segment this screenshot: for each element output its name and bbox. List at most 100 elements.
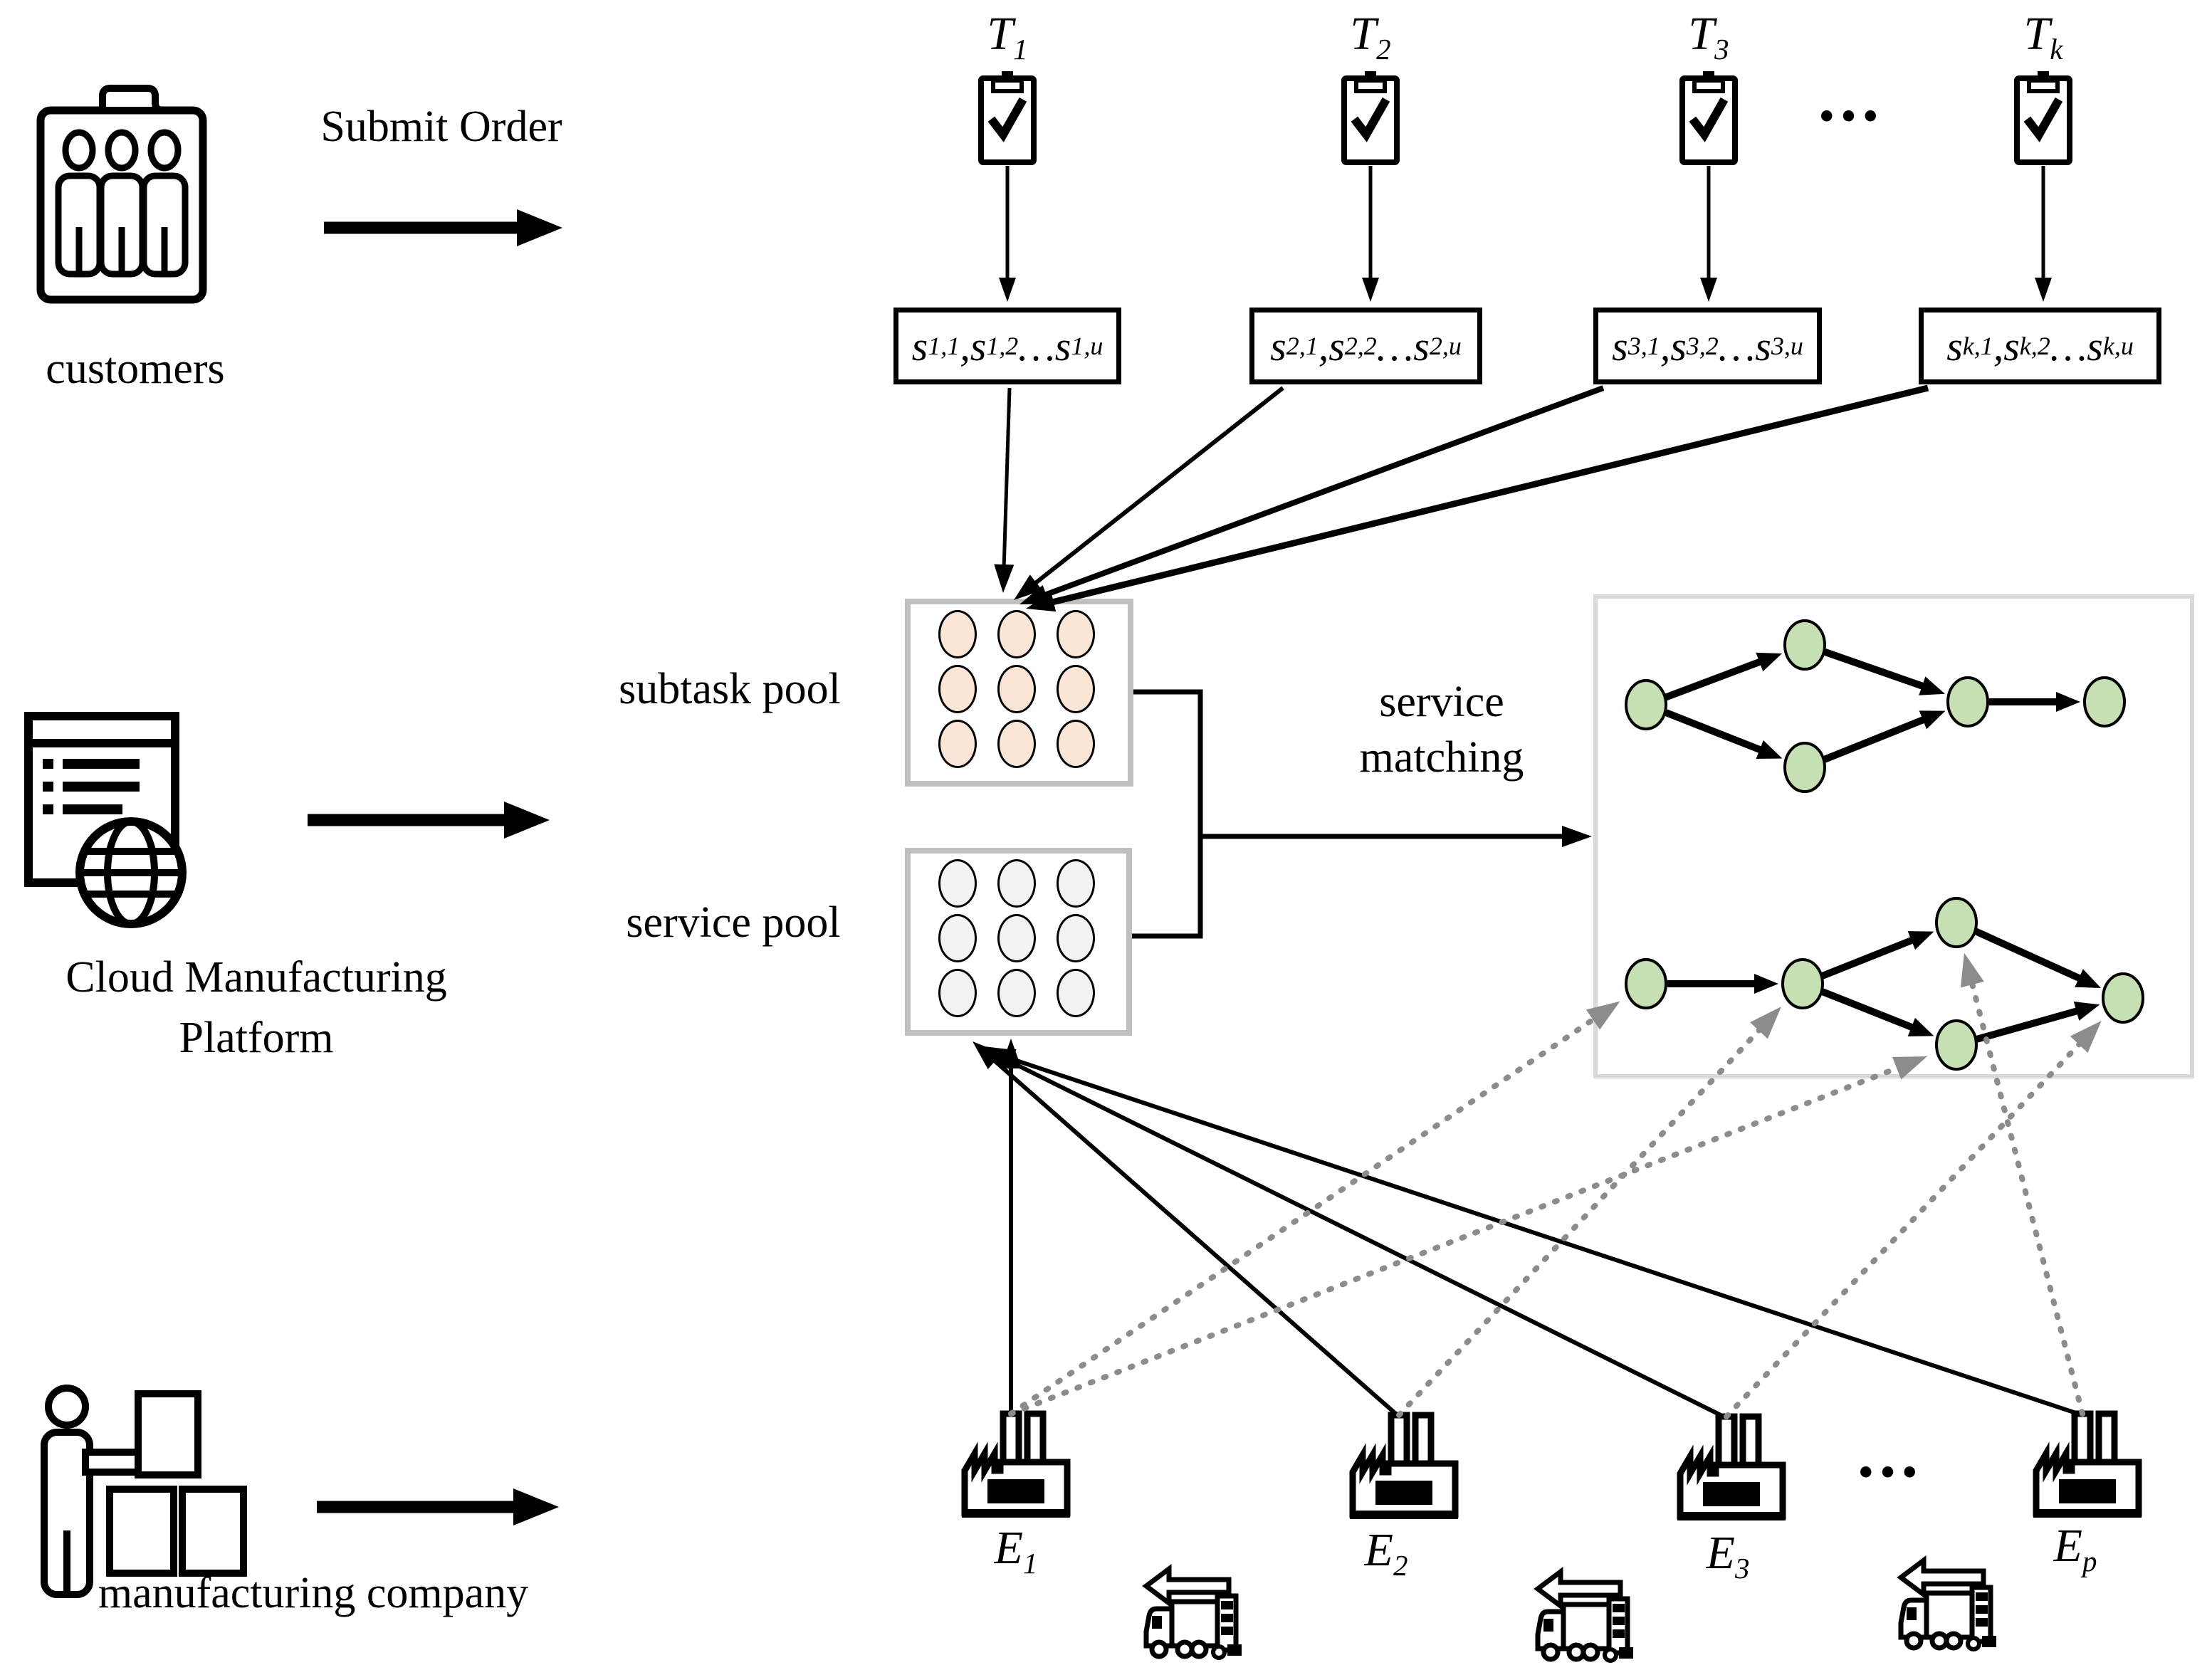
check-icon [1689, 97, 1729, 142]
service-pool-box-node [938, 969, 977, 1017]
subtasks-to-pool-arrow [1014, 386, 1284, 600]
truck-icon [1534, 1567, 1633, 1663]
cloud-platform-icon [24, 712, 187, 928]
workflow-edge [1821, 988, 1934, 1036]
manufacturing-company-label: manufacturing company [98, 1569, 529, 1617]
factory-to-matched-service-arrow [1008, 1001, 1620, 1417]
wheel-icon [1149, 1639, 1169, 1659]
customers-icon [36, 85, 207, 304]
wheel-icon [1603, 1647, 1618, 1663]
task-label: T1 [987, 8, 1028, 66]
factory-door [987, 1479, 1044, 1503]
subtask-pool-box-node [997, 720, 1036, 768]
factory-icon [2033, 1410, 2142, 1518]
return-arrow-icon [1897, 1555, 1986, 1600]
factory-to-service-pool-arrow [985, 1049, 2083, 1417]
factory-icon [1677, 1413, 1786, 1520]
subtask-pool-box-node [997, 610, 1036, 658]
factory-door [2059, 1479, 2116, 1503]
subtask-pool-box-node [997, 665, 1036, 713]
service-pool-box-node [1057, 969, 1095, 1017]
factory-icon [961, 1410, 1071, 1518]
task-to-subtasks-arrow [2035, 166, 2052, 302]
factory-label: E2 [1364, 1524, 1408, 1582]
factory-to-matched-service-arrow [1008, 1056, 1928, 1417]
factory-door [1375, 1481, 1432, 1505]
service-pool-connector [1132, 836, 1203, 939]
task-to-subtasks-arrow [1700, 166, 1717, 302]
subtask-pool-box-node [938, 665, 977, 713]
subtask-pool-label: subtask pool [619, 665, 841, 713]
workflow-edge [1821, 931, 1934, 979]
company-arrow [317, 1488, 559, 1525]
customers-label: customers [46, 345, 225, 393]
service-pool-box-node [997, 969, 1036, 1017]
task-label: T2 [1350, 8, 1391, 66]
cloud-platform-label-line2: Platform [179, 1014, 334, 1062]
subtasks-to-pool-arrow [994, 387, 1015, 593]
factory-to-matched-service-arrow [1396, 1007, 1781, 1418]
workflow-edge [1667, 974, 1778, 994]
wheel-icon [1189, 1639, 1209, 1659]
subtask-pool-box-node [938, 610, 977, 658]
service-pool-label: service pool [626, 898, 841, 947]
workflow-edge [1976, 1001, 2100, 1043]
matched-service-node [1946, 676, 1989, 728]
matched-service-node [1781, 958, 1824, 1009]
factories-ellipsis: ... [1857, 1416, 1924, 1491]
service-pool-box-node [997, 914, 1036, 962]
matched-service-node [1625, 958, 1667, 1009]
manufacturing-company-icon [41, 1385, 247, 1598]
wheel-icon [1966, 1636, 1981, 1651]
matched-service-node [2102, 972, 2144, 1024]
clipboard-icon [1341, 71, 1400, 165]
subtask-pool-box-node [938, 720, 977, 768]
clipboard-icon [1679, 71, 1738, 165]
subtask-pool-box-node [1057, 720, 1095, 768]
factory-label: E3 [1706, 1527, 1750, 1585]
task-label: T3 [1688, 8, 1729, 66]
factory-door [1703, 1482, 1760, 1506]
truck-icon [1142, 1564, 1242, 1660]
factory-to-matched-service-arrow [1960, 952, 2085, 1417]
tasks-ellipsis: ... [1818, 60, 1885, 135]
wheel-icon [1581, 1642, 1600, 1662]
service-pool-box-node [938, 859, 977, 908]
workflow-edge [1665, 652, 1783, 701]
submit-order-arrow [324, 209, 562, 246]
platform-arrow [308, 802, 550, 839]
workflow-edge [1974, 928, 2102, 988]
matched-service-node [1935, 1019, 1978, 1071]
subtasks-to-pool-arrow [1019, 385, 1605, 604]
factory-to-service-pool-arrow [978, 1046, 1728, 1420]
cloud-platform-label-line1: Cloud Manufacturing [65, 953, 447, 1002]
subtask-pool-box-node [1057, 665, 1095, 713]
workflow-edge [1823, 648, 1945, 695]
matched-service-node [1783, 742, 1826, 793]
wheel-icon [1211, 1644, 1227, 1660]
factory-label: Ep [2053, 1520, 2097, 1578]
submit-order-label: Submit Order [320, 103, 562, 151]
matching-arrow [1198, 826, 1592, 847]
factory-to-service-pool-arrow [973, 1041, 1400, 1419]
return-arrow-icon [1534, 1567, 1623, 1611]
factory-icon [1349, 1412, 1459, 1519]
matched-service-node [1625, 679, 1667, 730]
subtask-pool-box-node [1057, 610, 1095, 658]
wheel-icon [1904, 1631, 1924, 1651]
task-label: Tk [2023, 8, 2063, 66]
service-pool-box-node [997, 859, 1036, 908]
truck-icon [1897, 1555, 1996, 1651]
factory-to-matched-service-arrow [1724, 1020, 2102, 1419]
check-icon [987, 97, 1027, 142]
matched-service-node [2083, 676, 2126, 728]
check-icon [1351, 97, 1390, 142]
workflow-edge [1665, 709, 1783, 760]
task-to-subtasks-arrow [999, 166, 1016, 302]
